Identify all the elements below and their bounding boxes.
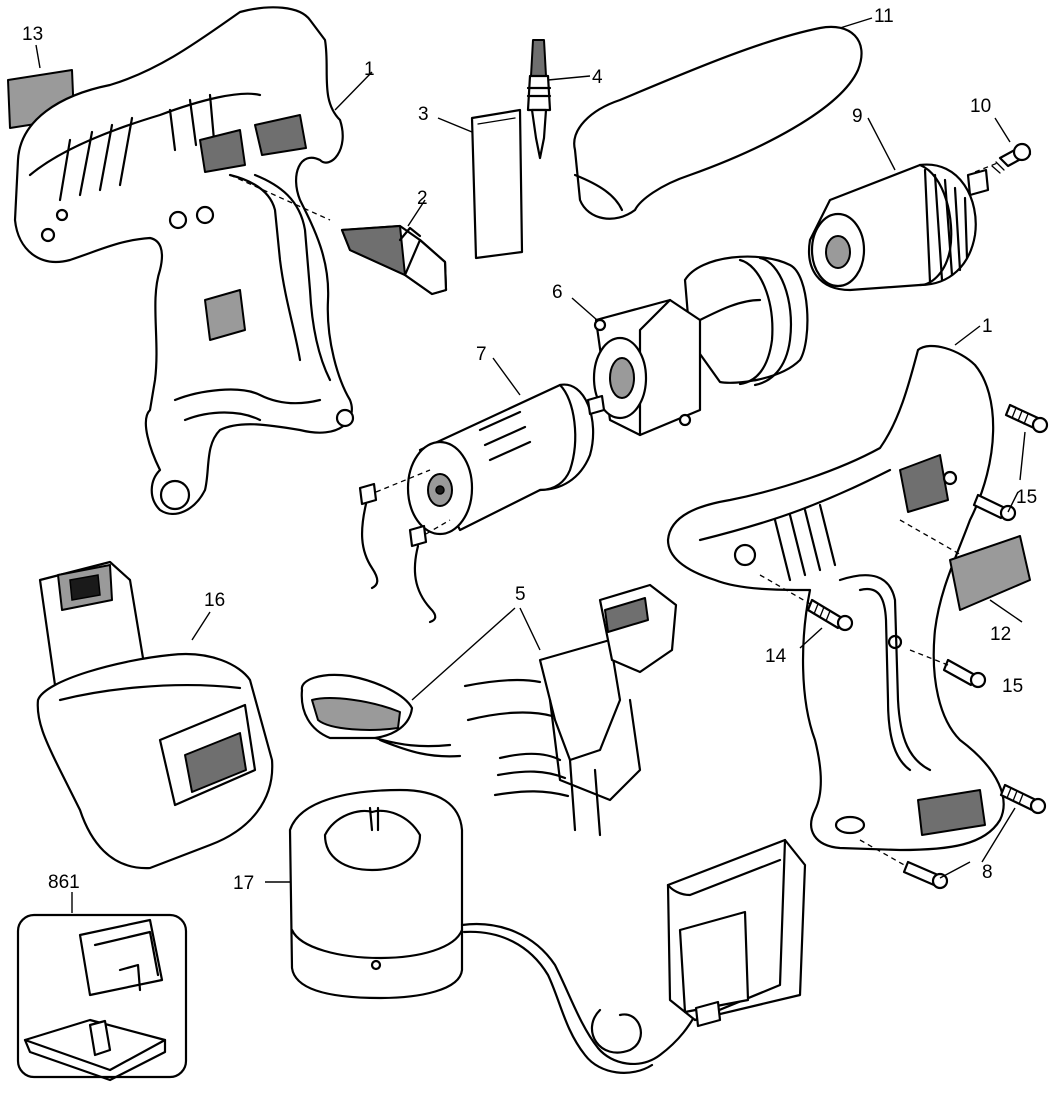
callout-11: 11: [874, 6, 894, 27]
part-2-slider: [340, 199, 448, 296]
transformer-plug: [666, 838, 807, 1028]
part-9-chuck: [807, 117, 990, 292]
callout-16: 16: [204, 590, 225, 611]
callout-3: 3: [418, 104, 429, 125]
part-7-motor: [406, 357, 606, 536]
part-16-battery: [36, 560, 274, 870]
part-8-screws: [859, 783, 1047, 890]
callout-1b: 1: [982, 316, 993, 337]
callout-8: 8: [982, 862, 993, 883]
callout-6: 6: [552, 282, 563, 303]
callout-15b: 15: [1002, 676, 1023, 697]
callout-7: 7: [476, 344, 487, 365]
part-12-label: [949, 535, 1031, 623]
callout-17: 17: [233, 873, 254, 894]
motor-wire-leads: [358, 469, 451, 624]
part-1-housing-right: [666, 325, 1005, 852]
callout-1a: 1: [364, 59, 375, 80]
part-14-screw: [759, 574, 854, 649]
callout-10: 10: [970, 96, 991, 117]
part-11-cover: [573, 17, 873, 220]
part-3-plate: [437, 108, 524, 260]
part-861-case: [16, 892, 188, 1082]
charger-cord: [460, 923, 700, 1074]
callout-12: 12: [990, 624, 1011, 645]
part-6-gearbox: [571, 255, 809, 437]
callout-861: 861: [48, 872, 80, 893]
part-1-housing-left: [13, 6, 373, 516]
part-10-screw: [974, 117, 1032, 174]
callout-13: 13: [22, 24, 43, 45]
part-4-bit: [526, 39, 591, 160]
part-5-switch: [300, 583, 678, 837]
callout-14: 14: [765, 646, 787, 667]
callout-9: 9: [852, 106, 863, 127]
callout-2: 2: [417, 188, 428, 209]
callout-5: 5: [515, 584, 526, 605]
callout-4: 4: [592, 67, 603, 88]
callout-labels: 13 1 2 3 4 11 9 10 6 7 1 15 16 5 12 14 1…: [22, 6, 1037, 894]
part-17-charger: [265, 788, 464, 1000]
callout-15a: 15: [1016, 487, 1037, 508]
part-15-screws: [909, 403, 1049, 689]
